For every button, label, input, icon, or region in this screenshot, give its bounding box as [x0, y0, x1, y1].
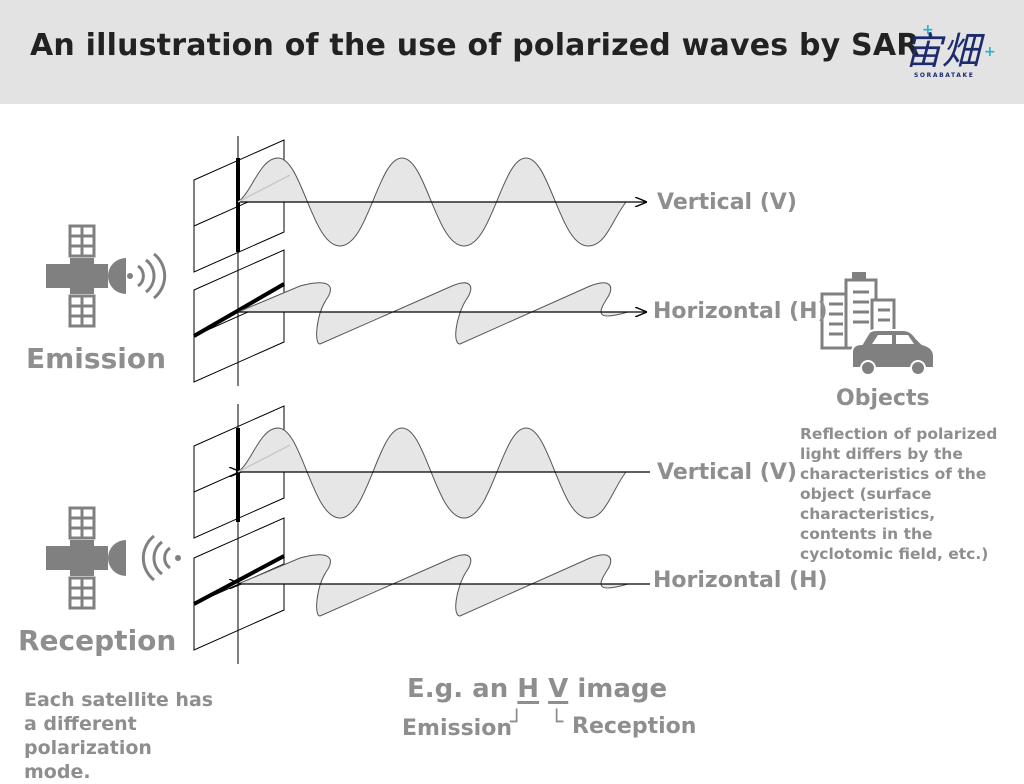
objects-title: Objects [836, 386, 930, 411]
car-icon [851, 329, 935, 376]
emission-bracket: ┘ [510, 710, 524, 735]
objects-description: Reflection of polarized light differs by… [800, 425, 998, 563]
emission-vertical-label: Vertical (V) [657, 190, 797, 215]
example-line: E.g. an H V image [407, 674, 667, 704]
reception-vertical-wave [238, 427, 650, 519]
svg-text:+: + [922, 22, 934, 38]
polarization-diagram [44, 136, 935, 664]
emission-vertical-wave [237, 157, 646, 247]
logo-text: SORABATAKE [914, 72, 975, 79]
reception-caption: Reception [572, 714, 697, 739]
sorabatake-logo: 宙畑 + + [904, 22, 996, 73]
example-prefix: E.g. an [407, 674, 509, 704]
reception-vertical-label: Vertical (V) [657, 460, 797, 485]
example-second-letter: V [548, 674, 569, 704]
page-title: An illustration of the use of polarized … [30, 28, 920, 63]
emission-horizontal-wave [237, 282, 646, 345]
emission-horizontal-plane [192, 249, 286, 383]
emission-horizontal-label: Horizontal (H) [653, 299, 828, 324]
reception-satellite-icon [44, 506, 181, 610]
emission-satellite-icon [44, 224, 167, 328]
example-suffix: image [577, 674, 668, 704]
header-bar: An illustration of the use of polarized … [0, 0, 1024, 104]
reception-horizontal-label: Horizontal (H) [653, 568, 828, 593]
reception-bracket: └ [550, 710, 564, 735]
reception-horizontal-wave [238, 554, 650, 617]
svg-text:宙畑: 宙畑 [904, 29, 985, 73]
example-first-letter: H [517, 674, 540, 704]
satellite-note: Each satellite has a different polarizat… [24, 689, 214, 783]
svg-text:+: + [984, 44, 996, 60]
emission-label: Emission [26, 342, 166, 375]
emission-caption: Emission [402, 716, 512, 741]
reception-label: Reception [18, 624, 177, 657]
